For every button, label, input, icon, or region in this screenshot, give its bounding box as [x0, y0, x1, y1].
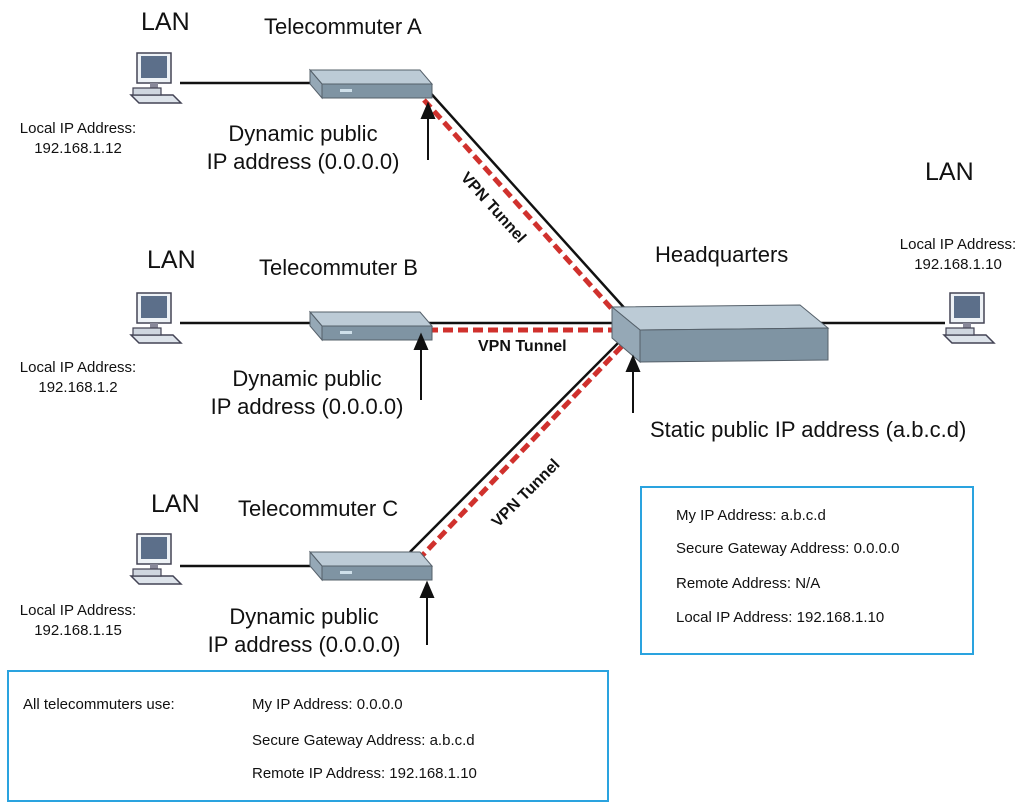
local-ip-b-value: 192.168.1.2	[38, 379, 118, 396]
local-ip-a: Local IP Address: 192.168.1.12	[14, 119, 142, 159]
telecommuter-config-box: All telecommuters use: My IP Address: 0.…	[7, 670, 609, 802]
hq-secure-gateway: Secure Gateway Address: 0.0.0.0	[676, 540, 900, 557]
local-ip-b: Local IP Address: 192.168.1.2	[14, 358, 142, 398]
local-ip-b-label: Local IP Address:	[19, 359, 137, 376]
lan-label-hq: LAN	[925, 158, 974, 186]
local-ip-c-label: Local IP Address:	[19, 602, 137, 619]
dynamic-ip-a: Dynamic public IP address (0.0.0.0)	[192, 120, 414, 176]
dynamic-ip-a-line2: IP address (0.0.0.0)	[206, 149, 400, 174]
lan-pc-c-icon	[130, 533, 182, 585]
hq-local-ip: Local IP Address: 192.168.1.10	[676, 609, 885, 626]
lan-label-b: LAN	[147, 246, 196, 274]
telecommuter-my-ip: My IP Address: 0.0.0.0	[252, 696, 403, 713]
router-c-icon	[309, 551, 433, 581]
telecommuter-remote-ip: Remote IP Address: 192.168.1.10	[252, 765, 477, 782]
dynamic-ip-c-line2: IP address (0.0.0.0)	[207, 632, 401, 657]
dynamic-ip-a-line1: Dynamic public	[228, 121, 378, 146]
local-ip-hq-value: 192.168.1.10	[914, 256, 1002, 273]
vpn-label-c: VPN Tunnel	[489, 456, 564, 531]
hq-remote-address: Remote Address: N/A	[676, 575, 821, 592]
telecommuter-a-name: Telecommuter A	[264, 14, 422, 39]
telecommuter-b-name: Telecommuter B	[259, 255, 418, 280]
vpn-tunnel-a	[422, 98, 622, 320]
router-a-icon	[309, 69, 433, 99]
dynamic-ip-b: Dynamic public IP address (0.0.0.0)	[196, 365, 418, 421]
lan-label-a: LAN	[141, 8, 190, 36]
local-ip-hq-label: Local IP Address:	[899, 236, 1017, 253]
local-ip-a-label: Local IP Address:	[19, 120, 137, 137]
hq-config-box: My IP Address: a.b.c.d Secure Gateway Ad…	[640, 486, 974, 655]
telecommuter-heading: All telecommuters use:	[23, 696, 175, 713]
router-b-icon	[309, 311, 433, 341]
local-ip-c-value: 192.168.1.15	[34, 622, 122, 639]
vpn-tunnel-c	[416, 342, 626, 562]
local-ip-a-value: 192.168.1.12	[34, 140, 122, 157]
lan-pc-hq-icon	[943, 292, 995, 344]
local-ip-hq: Local IP Address: 192.168.1.10	[884, 235, 1032, 275]
hq-router-icon	[610, 304, 830, 364]
headquarters-name: Headquarters	[655, 242, 789, 267]
wan-line-a	[425, 87, 629, 313]
wan-line-c	[409, 332, 629, 553]
hq-my-ip: My IP Address: a.b.c.d	[676, 507, 826, 524]
telecommuter-c-name: Telecommuter C	[238, 496, 399, 521]
vpn-label-b: VPN Tunnel	[478, 338, 567, 355]
dynamic-ip-c: Dynamic public IP address (0.0.0.0)	[193, 603, 415, 659]
lan-pc-a-icon	[130, 52, 182, 104]
static-ip-text: Static public IP address (a.b.c.d)	[650, 417, 967, 442]
dynamic-ip-c-line1: Dynamic public	[229, 604, 379, 629]
local-ip-c: Local IP Address: 192.168.1.15	[14, 601, 142, 641]
lan-label-c: LAN	[151, 490, 200, 518]
lan-pc-b-icon	[130, 292, 182, 344]
dynamic-ip-b-line2: IP address (0.0.0.0)	[210, 394, 404, 419]
telecommuter-secure-gateway: Secure Gateway Address: a.b.c.d	[252, 732, 475, 749]
dynamic-ip-b-line1: Dynamic public	[232, 366, 382, 391]
